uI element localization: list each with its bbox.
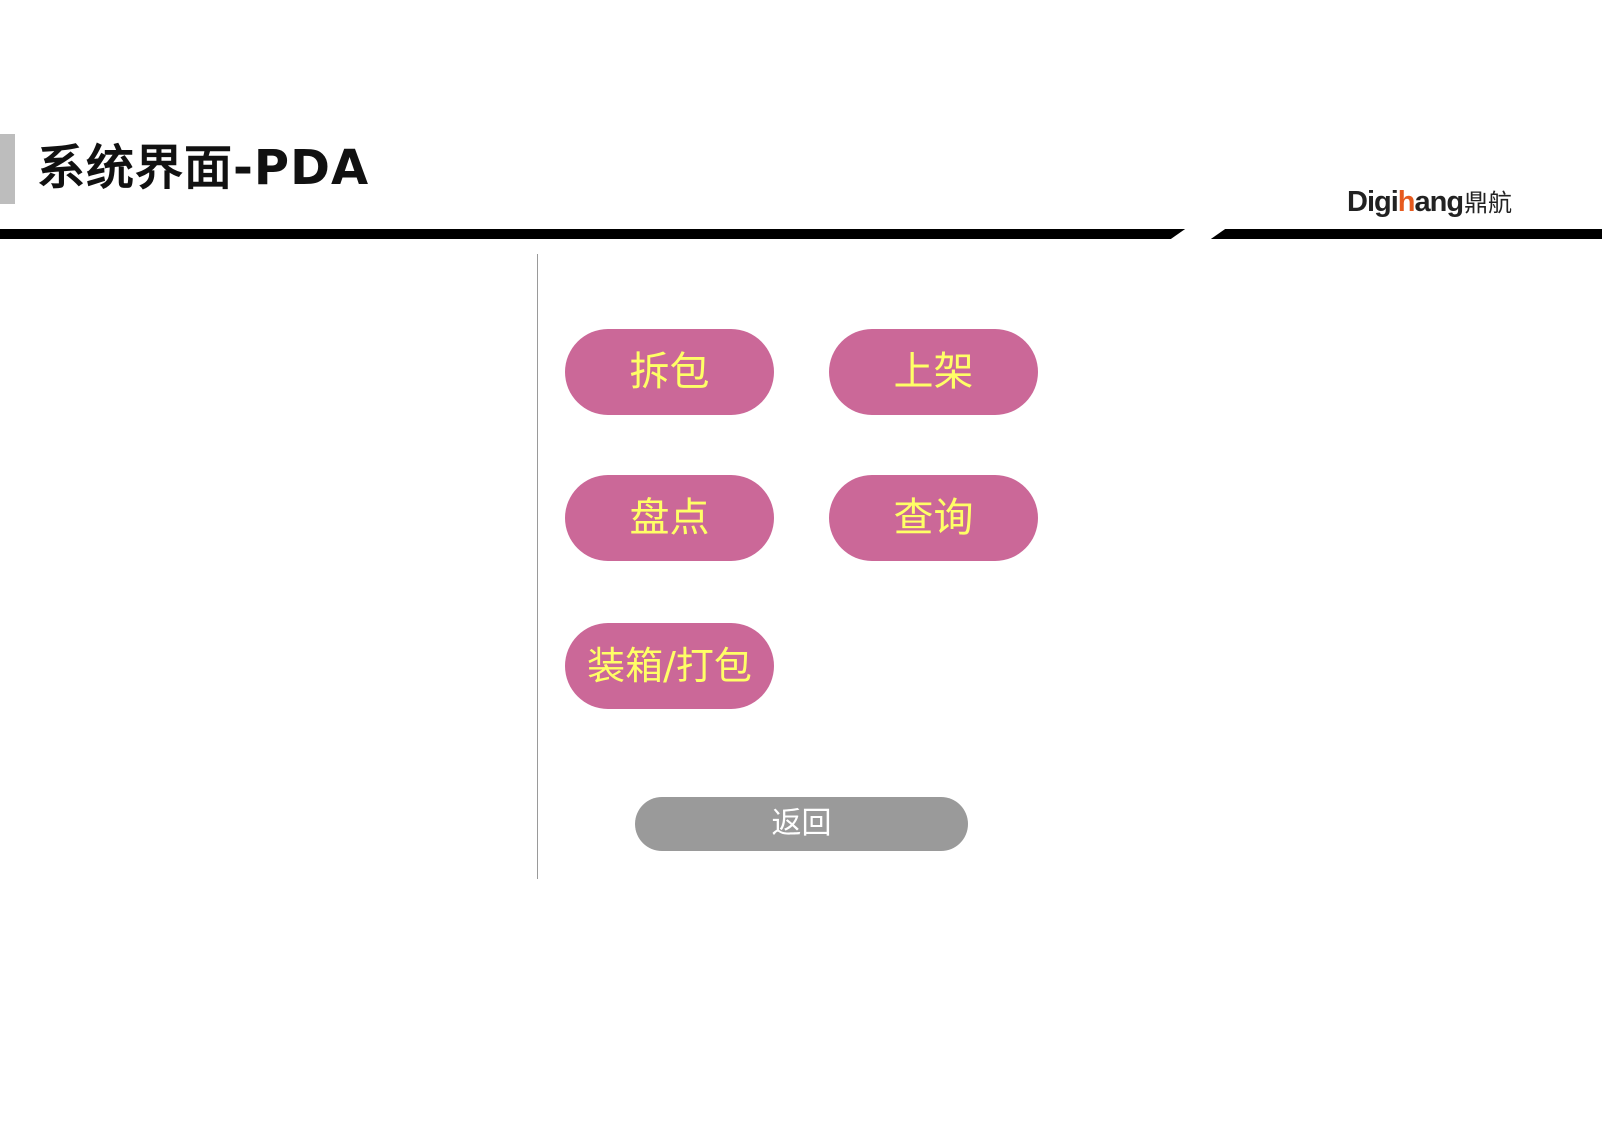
- logo-en-suffix: ang: [1414, 186, 1465, 218]
- title-accent-bar: [0, 134, 15, 204]
- boxing-packing-button[interactable]: 装箱/打包: [565, 623, 774, 709]
- header-rule: [0, 229, 1602, 239]
- query-button[interactable]: 查询: [829, 475, 1038, 561]
- unpack-button[interactable]: 拆包: [565, 329, 774, 415]
- back-button[interactable]: 返回: [635, 797, 968, 851]
- logo-en-prefix: Digi: [1347, 186, 1399, 218]
- vertical-divider: [537, 254, 538, 879]
- stocktake-button[interactable]: 盘点: [565, 475, 774, 561]
- shelve-button[interactable]: 上架: [829, 329, 1038, 415]
- logo-en-accent: h: [1397, 186, 1416, 218]
- logo-english: Digihang: [1347, 186, 1465, 219]
- logo-chinese: 鼎航: [1464, 190, 1513, 217]
- page-title: 系统界面-PDA: [37, 140, 370, 196]
- digihang-logo: Digihang 鼎航: [1347, 183, 1512, 219]
